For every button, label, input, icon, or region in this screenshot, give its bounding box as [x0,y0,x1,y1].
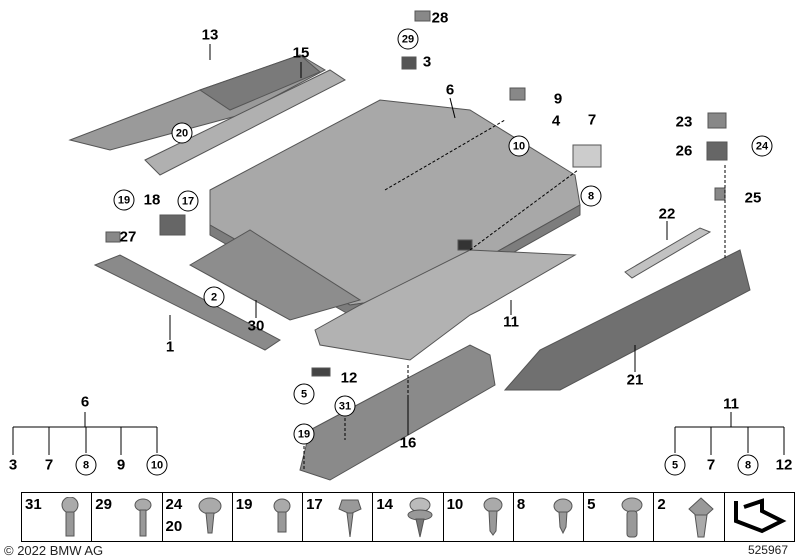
callout-10[interactable]: 10 [508,135,530,157]
tree-left-root: 6 [80,393,90,411]
flange-screw-icon [621,497,643,538]
callout-12[interactable]: 12 [340,369,358,387]
callout-18[interactable]: 18 [143,191,161,209]
direction-arrow [725,493,794,541]
fastener-label: 20 [165,518,183,535]
fastener-14[interactable]: 14 [373,493,444,541]
tree-left-leaf: 8 [75,454,97,476]
long-screw-icon [134,498,152,537]
direction-arrow-icon [733,498,787,534]
hex-screw-icon [338,499,362,538]
callout-17[interactable]: 17 [177,190,199,212]
clip-nut-icon [687,497,714,538]
exploded-view-art [12,10,785,481]
callout-5[interactable]: 5 [293,383,315,405]
callout-30[interactable]: 30 [247,317,265,335]
tree-left-leaf: 9 [116,456,126,474]
fastener-label: 14 [376,496,394,513]
callout-6[interactable]: 6 [445,81,455,99]
callout-1[interactable]: 1 [165,338,175,356]
callout-8[interactable]: 8 [580,185,602,207]
tree-right-leaf: 8 [737,454,759,476]
tree-left-leaf: 10 [146,454,168,476]
callout-19-lower[interactable]: 19 [293,423,315,445]
tree-right-leaf: 7 [706,456,716,474]
fastener-10[interactable]: 10 [444,493,514,541]
expanding-rivet-icon [407,497,433,538]
fastener-label: 2 [657,496,666,513]
fastener-8[interactable]: 8 [514,493,585,541]
fastener-label: 8 [516,496,526,513]
callout-7[interactable]: 7 [587,111,597,129]
callout-9[interactable]: 9 [553,90,563,108]
fastener-2[interactable]: 2 [654,493,725,541]
tree-left-leaf: 3 [8,456,18,474]
fastener-5[interactable]: 5 [584,493,655,541]
wafer-head-screw-icon [198,497,222,534]
tapping-screw-icon [553,498,573,535]
tree-right-root: 11 [723,395,739,413]
tree-right-leaf: 5 [664,454,686,476]
callout-16[interactable]: 16 [399,434,417,452]
fastener-label: 17 [306,496,323,513]
diagram-number: 525967 [747,543,788,557]
callout-27[interactable]: 27 [119,228,137,246]
callout-11[interactable]: 11 [503,313,519,331]
fastener-label: 24 [165,496,183,513]
callout-13[interactable]: 13 [201,26,219,44]
part-1-beam [93,254,281,351]
callout-3[interactable]: 3 [422,53,432,71]
fastener-label: 5 [587,496,596,513]
callout-24[interactable]: 24 [751,135,773,157]
callout-23[interactable]: 23 [675,113,693,131]
part-22-strip [624,227,712,279]
callout-28[interactable]: 28 [431,9,449,27]
callout-26[interactable]: 26 [675,142,693,160]
fastener-label: 10 [446,496,464,513]
part-11-panel [314,249,577,361]
callout-31[interactable]: 31 [334,395,356,417]
short-screw-icon [273,498,291,533]
part-21-panel [503,249,751,391]
callout-15[interactable]: 15 [292,44,310,62]
callout-19[interactable]: 19 [113,189,135,211]
fastener-29[interactable]: 29 [92,493,163,541]
part-30-panel [188,229,362,321]
callout-21[interactable]: 21 [626,371,644,389]
callout-29[interactable]: 29 [397,28,419,50]
callout-4[interactable]: 4 [551,112,561,130]
callout-20[interactable]: 20 [171,122,193,144]
fastener-19[interactable]: 19 [233,493,304,541]
callout-2[interactable]: 2 [203,286,225,308]
fastener-label: 19 [235,496,253,513]
part-15-rail [144,69,346,176]
fastener-label: 31 [25,496,42,513]
fastener-label: 29 [95,496,112,513]
torx-bolt-icon [61,497,79,537]
tree-right-leaf: 12 [775,456,793,474]
fastener-17[interactable]: 17 [303,493,374,541]
fastener-31[interactable]: 31 [22,493,93,541]
callout-22[interactable]: 22 [658,205,676,223]
tree-left-leaf: 7 [44,456,54,474]
copyright: © 2022 BMW AG [4,543,104,558]
callout-25[interactable]: 25 [744,189,762,207]
pan-screw-icon [483,497,503,536]
part-16-beam [299,344,496,481]
